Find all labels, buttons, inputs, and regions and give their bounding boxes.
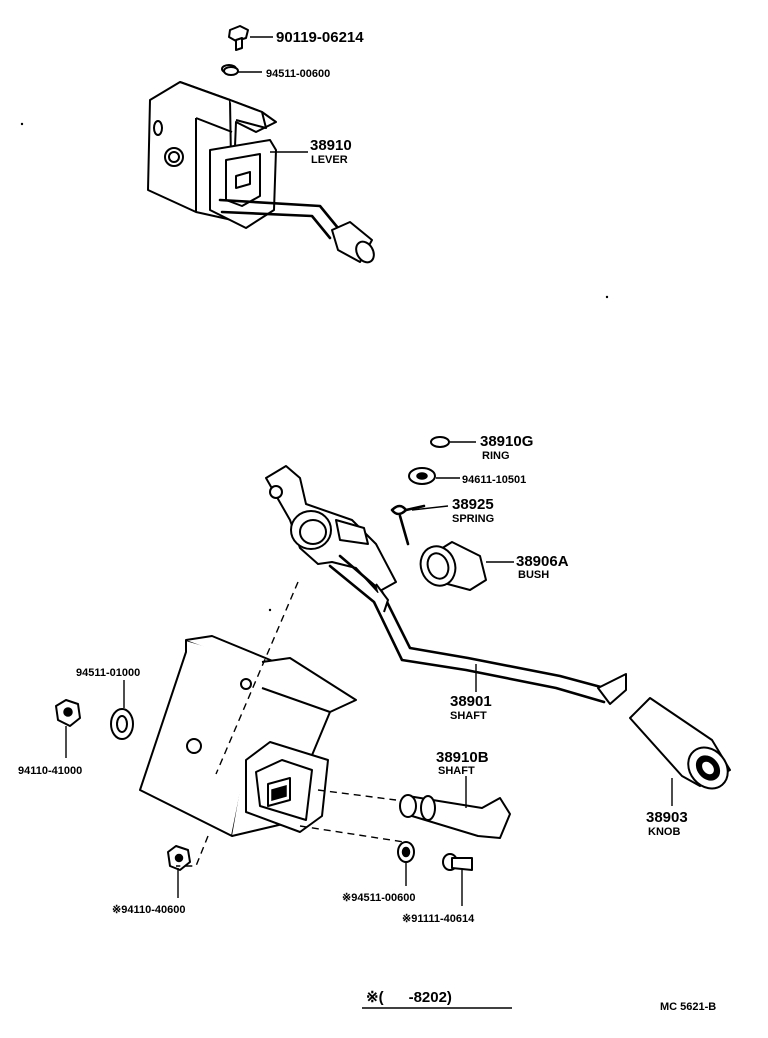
callout-94511-00600-top: 94511-00600 — [266, 68, 330, 80]
callout-ring-name: RING — [482, 450, 510, 462]
callout-38925: 38925 — [452, 496, 494, 513]
washer-94511-01000-part-icon — [110, 708, 134, 740]
callout-94611-10501: 94611-10501 — [462, 474, 526, 486]
callout-38910b: 38910B — [436, 749, 489, 766]
callout-38901: 38901 — [450, 693, 492, 710]
callout-lever-name: LEVER — [311, 154, 348, 166]
screw-91111-40614-part-icon — [442, 853, 473, 871]
housing-icon — [139, 635, 357, 837]
shift-shaft-icon — [265, 465, 627, 705]
washer-94611-part-icon — [408, 467, 436, 485]
pin-shaft-part-icon — [399, 794, 511, 839]
nut-94110-40600-part-icon — [167, 845, 191, 871]
callout-38903: 38903 — [646, 809, 688, 826]
speck — [20, 122, 24, 126]
callout-94511-00600-bottom: ※94511-00600 — [342, 892, 415, 904]
knob-part-icon — [629, 697, 731, 790]
callout-shaft-name: SHAFT — [450, 710, 487, 722]
callout-knob-name: KNOB — [648, 826, 680, 838]
washer-part-icon — [221, 64, 239, 76]
callout-38910: 38910 — [310, 137, 352, 154]
callout-94511-01000: 94511-01000 — [76, 667, 140, 679]
callout-shaft-b-name: SHAFT — [438, 765, 475, 777]
spring-part-icon — [390, 504, 426, 546]
bracket-icon — [147, 81, 375, 264]
speck — [605, 295, 609, 299]
callout-bush-name: BUSH — [518, 569, 549, 581]
lever-assembly-top — [147, 25, 375, 264]
callout-90119-06214: 90119-06214 — [276, 29, 364, 46]
callout-38906a: 38906A — [516, 553, 569, 570]
lever-assembly-bottom — [55, 436, 731, 871]
footnote: ※( -8202) — [366, 989, 452, 1006]
callout-38910g: 38910G — [480, 433, 533, 450]
bush-part-icon — [419, 541, 487, 591]
ring-part-icon — [430, 436, 450, 448]
speck — [268, 608, 272, 612]
callout-91111-40614: ※91111-40614 — [402, 913, 475, 925]
nut-94110-41000-part-icon — [55, 699, 81, 727]
callout-94110-41000: 94110-41000 — [18, 765, 82, 777]
washer-94511-00600-part-icon — [397, 841, 415, 863]
bolt-part-icon — [228, 25, 249, 51]
diagram-code: MC 5621-B — [660, 1001, 716, 1013]
callout-spring-name: SPRING — [452, 513, 494, 525]
callout-94110-40600: ※94110-40600 — [112, 904, 185, 916]
